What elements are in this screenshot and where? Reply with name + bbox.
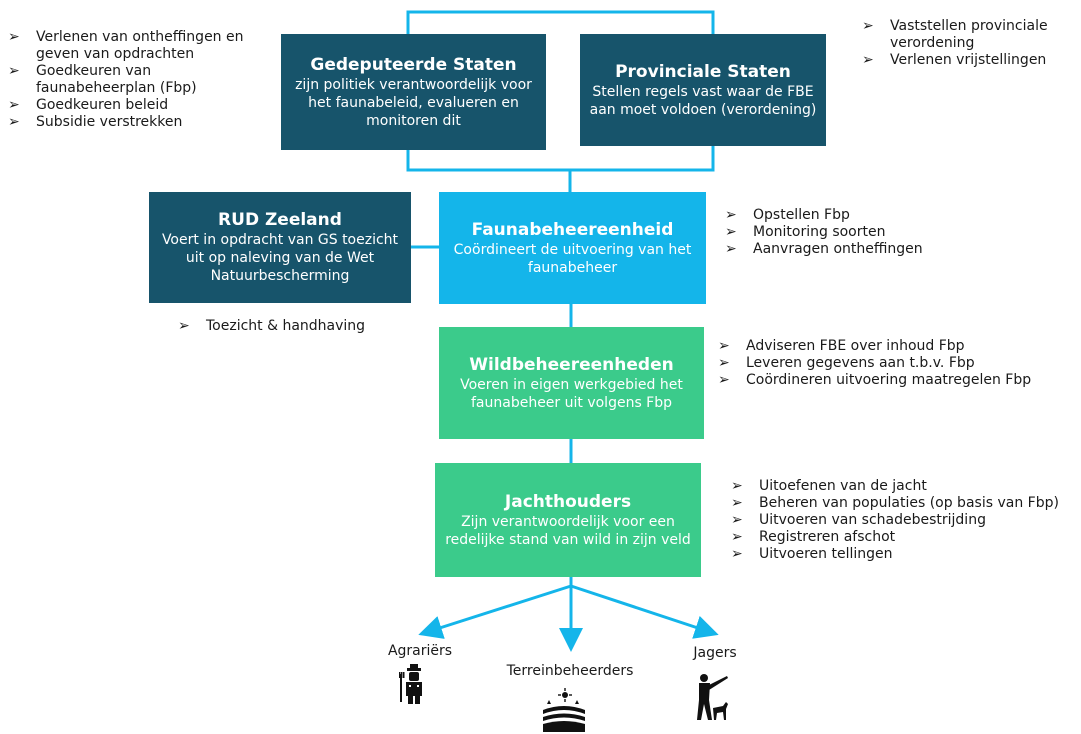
connector-top <box>406 10 715 34</box>
list-item-text: Registreren afschot <box>759 529 896 545</box>
list-item: ➢ Registreren afschot <box>731 529 1071 546</box>
actor-label-jagers: Jagers <box>693 645 737 661</box>
list-item: ➢ Leveren gegevens aan t.b.v. Fbp <box>718 355 1078 372</box>
bullet-arrow-icon: ➢ <box>718 372 730 388</box>
box-wildbeheereenheden: Wildbeheereenheden Voeren in eigen werkg… <box>439 327 704 439</box>
box-description: Voeren in eigen werkgebied het faunabehe… <box>460 376 683 411</box>
list-item-text: Uitoefenen van de jacht <box>759 478 927 494</box>
bullet-arrow-icon: ➢ <box>731 529 743 545</box>
farmer-icon <box>399 664 422 704</box>
bullet-arrow-icon: ➢ <box>731 478 743 494</box>
list-item-text: Verlenen vrijstellingen <box>890 52 1047 68</box>
bullet-arrow-icon: ➢ <box>731 512 743 528</box>
connector-bottom <box>406 146 715 172</box>
box-description: zijn politiek verantwoordelijk voor het … <box>295 76 532 129</box>
list-item-text: Adviseren FBE over inhoud Fbp <box>746 338 965 354</box>
bullet-arrow-icon: ➢ <box>731 546 743 562</box>
bullet-arrow-icon: ➢ <box>725 241 737 257</box>
list-item-text: Uitvoeren tellingen <box>759 546 893 562</box>
box-faunabeheereenheid: Faunabeheereenheid Coördineert de uitvoe… <box>439 192 706 304</box>
box-title: RUD Zeeland <box>218 210 342 230</box>
list-item-text: Vaststellen provinciale verordening <box>890 18 1048 51</box>
tasks-list-jh: ➢ Uitoefenen van de jacht ➢ Beheren van po… <box>731 478 1071 563</box>
arrow-to-jagers <box>570 584 719 639</box>
bullet-arrow-icon: ➢ <box>8 63 20 79</box>
list-item: ➢ Verlenen van ontheffingen en geven van … <box>8 29 248 63</box>
bullet-arrow-icon: ➢ <box>178 318 190 334</box>
tasks-list-gs: ➢ Verlenen van ontheffingen en geven van … <box>8 29 248 131</box>
list-item-text: Goedkeuren van faunabeheerplan (Fbp) <box>36 63 197 96</box>
list-item: ➢ Goedkeuren van faunabeheerplan (Fbp) <box>8 63 248 97</box>
bullet-arrow-icon: ➢ <box>725 207 737 223</box>
bullet-arrow-icon: ➢ <box>725 224 737 240</box>
tasks-list-rud: ➢ Toezicht & handhaving <box>178 318 408 335</box>
tasks-list-fbe: ➢ Opstellen Fbp ➢ Monitoring soorten ➢ Aanv… <box>725 207 975 258</box>
box-rud-zeeland: RUD Zeeland Voert in opdracht van GS toe… <box>149 192 411 303</box>
list-item: ➢ Uitoefenen van de jacht <box>731 478 1071 495</box>
list-item: ➢ Verlenen vrijstellingen <box>862 52 1077 69</box>
box-description: Stellen regels vast waar de FBE aan moet… <box>589 83 817 118</box>
bullet-arrow-icon: ➢ <box>718 338 730 354</box>
box-title: Faunabeheereenheid <box>471 219 674 240</box>
bullet-arrow-icon: ➢ <box>731 495 743 511</box>
bullet-arrow-icon: ➢ <box>8 29 20 45</box>
tasks-list-ps: ➢ Vaststellen provinciale verordening ➢ Ve… <box>862 18 1077 69</box>
list-item-text: Uitvoeren van schadebestrijding <box>759 512 986 528</box>
list-item-text: Goedkeuren beleid <box>36 97 169 113</box>
arrow-to-agrariers <box>418 584 572 639</box>
list-item: ➢ Goedkeuren beleid <box>8 97 248 114</box>
list-item-text: Verlenen van ontheffingen en geven van o… <box>36 29 244 62</box>
list-item: ➢ Beheren van populaties (op basis van Fb… <box>731 495 1071 512</box>
bullet-arrow-icon: ➢ <box>8 97 20 113</box>
list-item: ➢ Monitoring soorten <box>725 224 975 241</box>
list-item: ➢ Adviseren FBE over inhoud Fbp <box>718 338 1078 355</box>
box-description: Coördineert de uitvoering van het faunab… <box>453 241 692 276</box>
list-item-text: Opstellen Fbp <box>753 207 850 223</box>
list-item-text: Subsidie verstrekken <box>36 114 183 130</box>
list-item: ➢ Uitvoeren van schadebestrijding <box>731 512 1071 529</box>
box-provinciale-staten: Provinciale Staten Stellen regels vast w… <box>580 34 826 146</box>
list-item: ➢ Aanvragen ontheffingen <box>725 241 975 258</box>
list-item-text: Leveren gegevens aan t.b.v. Fbp <box>746 355 975 371</box>
box-title: Wildbeheereenheden <box>469 354 674 375</box>
list-item-text: Monitoring soorten <box>753 224 886 240</box>
box-jachthouders: Jachthouders Zijn verantwoordelijk voor … <box>435 463 701 577</box>
list-item: ➢ Opstellen Fbp <box>725 207 975 224</box>
list-item: ➢ Uitvoeren tellingen <box>731 546 1071 563</box>
actor-label-terreinbeheerders: Terreinbeheerders <box>506 663 634 679</box>
box-title: Provinciale Staten <box>615 61 791 82</box>
tasks-list-wbe: ➢ Adviseren FBE over inhoud Fbp ➢ Leveren … <box>718 338 1078 389</box>
box-title: Jachthouders <box>504 491 632 512</box>
field-sun-icon <box>543 688 585 732</box>
list-item: ➢ Toezicht & handhaving <box>178 318 408 335</box>
list-item-text: Coördineren uitvoering maatregelen Fbp <box>746 372 1032 388</box>
bullet-arrow-icon: ➢ <box>8 114 20 130</box>
bullet-arrow-icon: ➢ <box>862 18 874 34</box>
list-item-text: Beheren van populaties (op basis van Fbp… <box>759 495 1059 511</box>
list-item: ➢ Subsidie verstrekken <box>8 114 248 131</box>
actor-label-agrariers: Agrariërs <box>387 643 453 659</box>
list-item-text: Toezicht & handhaving <box>206 318 366 334</box>
hunter-dog-icon <box>697 674 728 720</box>
list-item: ➢ Vaststellen provinciale verordening <box>862 18 1077 52</box>
list-item-text: Aanvragen ontheffingen <box>753 241 923 257</box>
box-description: Zijn verantwoordelijk voor een redelijke… <box>445 513 691 548</box>
list-item: ➢ Coördineren uitvoering maatregelen Fbp <box>718 372 1078 389</box>
bullet-arrow-icon: ➢ <box>718 355 730 371</box>
bullet-arrow-icon: ➢ <box>862 52 874 68</box>
box-title: Gedeputeerde Staten <box>310 54 517 75</box>
box-gedeputeerde-staten: Gedeputeerde Staten zijn politiek verant… <box>281 34 546 150</box>
box-description: Voert in opdracht van GS toezicht uit op… <box>161 232 399 284</box>
